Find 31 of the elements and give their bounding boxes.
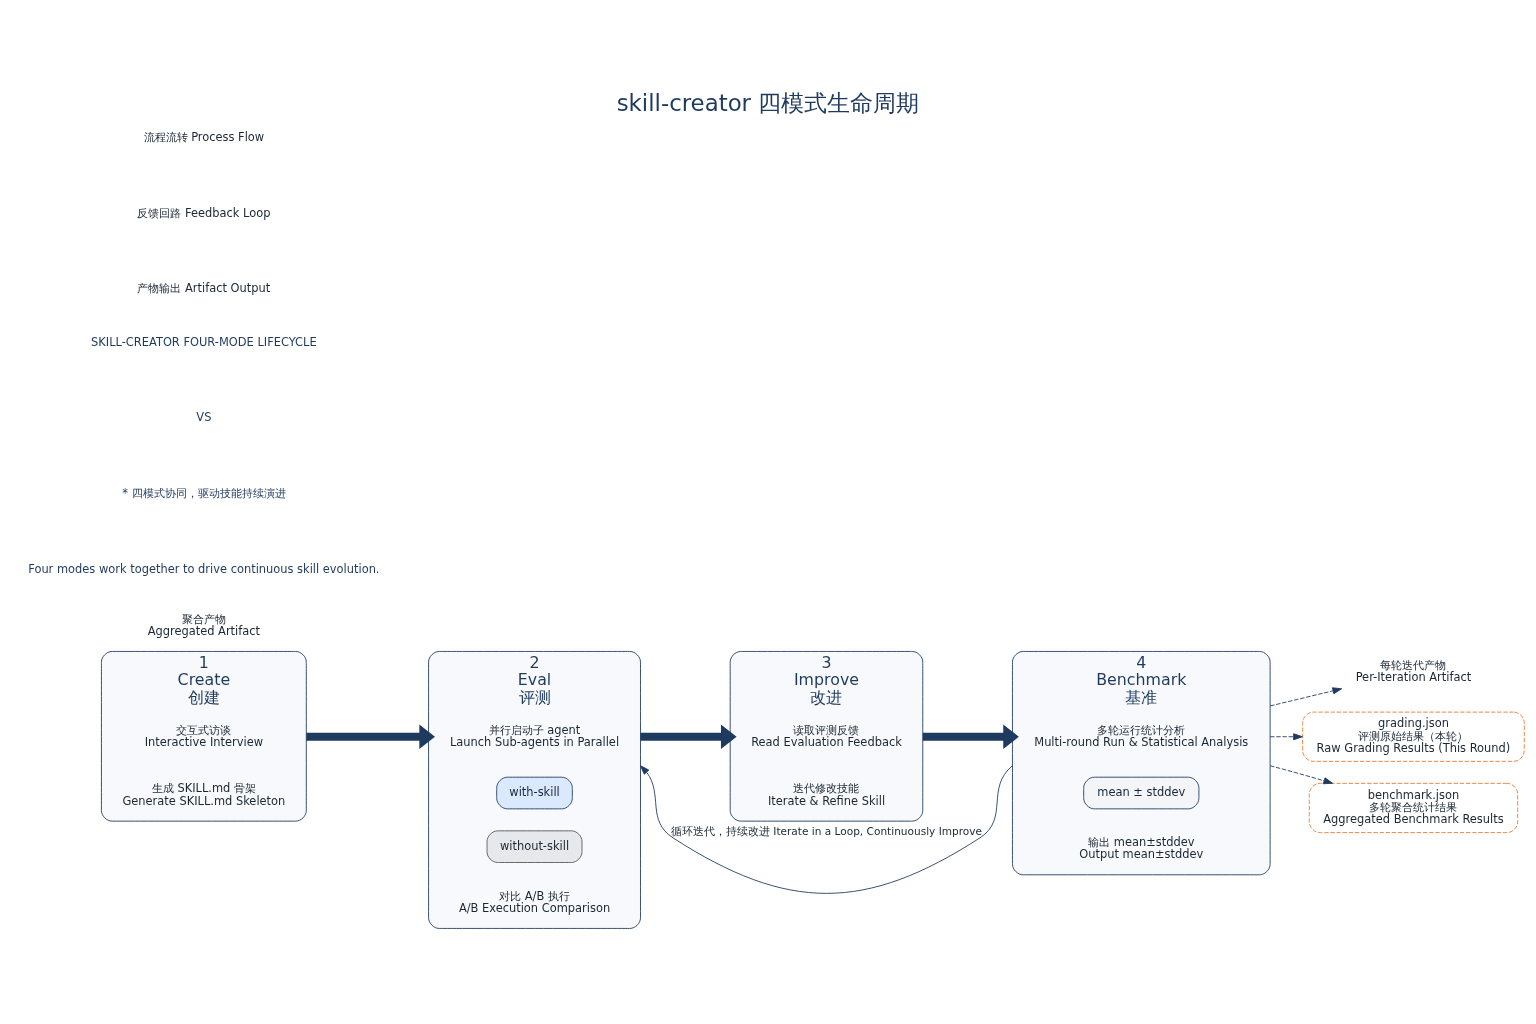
node-text: 聚合产物 Aggregated Artifact [147,611,261,638]
node-text: 迭代修改技能 Iterate & Refine Skill [767,780,886,808]
edge-label: 循环迭代，持续改进 Iterate in a Loop, Continuously Improve [670,824,983,837]
node-text: 每轮迭代产物 Per-Iteration Artifact [1355,657,1472,684]
node-text: 对比 A/B 执行 A/B Execution Comparison [458,888,611,915]
arrow [640,764,1013,894]
node-text: 输出 mean±stddev Output mean±stddev [1079,834,1204,861]
arrow [1269,732,1303,740]
legend-label: 流程流转 Process Flow [143,129,265,144]
node-box: without-skill [486,829,583,863]
arrow [1269,686,1343,706]
diagram-title: skill-creator 四模式生命周期 [616,89,920,116]
arrow [640,723,737,749]
label: * 四模式协同，驱动技能持续演进 [122,485,286,500]
label: SKILL-CREATOR FOUR-MODE LIFECYCLE [91,334,317,349]
node-text: 并行启动子 agent Launch Sub-agents in Parallel [449,722,620,749]
node-text: 多轮运行统计分析 Multi-round Run & Statistical Analysis [1034,722,1249,749]
arrow [922,723,1019,749]
label: VS [196,409,212,424]
node-box: benchmark.json 多轮聚合统计结果 Aggregated Benchmark Results [1308,782,1519,833]
node-box: with-skill [496,776,573,809]
node-text: 读取评测反馈 Read Evaluation Feedback [751,722,902,749]
node-box: grading.json 评测原始结果（本轮） Raw Grading Results (This Round) [1302,711,1525,762]
legend-label: 反馈回路 Feedback Loop [137,205,271,219]
node-box: mean ± stddev [1083,776,1200,809]
node-text: 生成 SKILL.md 骨架 Generate SKILL.md Skeleton [122,780,286,808]
legend-label: 产物输出 Artifact Output [137,280,271,295]
label: Four modes work together to drive continuous skill evolution. [28,561,380,576]
arrow [306,723,435,749]
node-text: 交互式访谈 Interactive Interview [144,722,264,749]
arrow [1269,764,1334,784]
